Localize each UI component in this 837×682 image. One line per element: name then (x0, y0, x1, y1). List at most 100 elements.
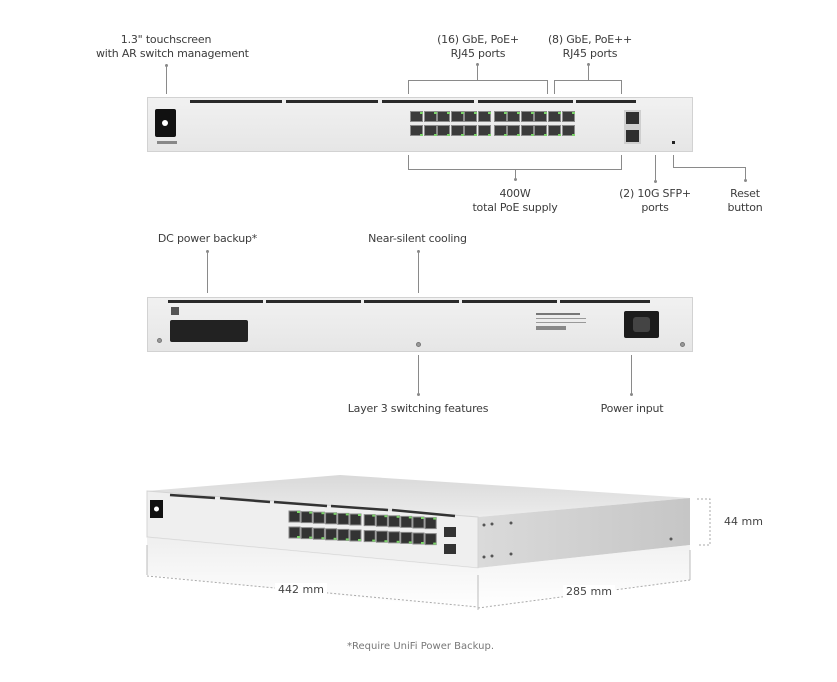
port-led (488, 134, 491, 136)
footnote: *Require UniFi Power Backup. (347, 641, 495, 652)
rj45-port-15[interactable] (507, 111, 521, 122)
dimension-depth: 285 mm (563, 585, 615, 598)
port-led (474, 134, 478, 136)
dimension-width-line (146, 575, 479, 608)
touchscreen-display[interactable] (155, 109, 176, 137)
ac-power-input[interactable] (624, 311, 659, 338)
rj45-port-21[interactable] (548, 111, 561, 122)
leader-sfp (655, 155, 656, 181)
rj45-port-16[interactable] (507, 125, 521, 136)
iso-port-led (345, 538, 349, 541)
rj45-port-2[interactable] (410, 125, 423, 136)
dimension-width: 442 mm (275, 583, 327, 596)
iso-port-led (321, 537, 325, 540)
iso-rj45-port (300, 527, 313, 540)
rj45-port-12[interactable] (478, 125, 491, 136)
iso-port-led (384, 515, 388, 518)
switch-front-panel (147, 97, 693, 152)
port-led (558, 134, 561, 136)
port-led (447, 134, 451, 136)
rj45-port-14[interactable] (493, 125, 507, 136)
iso-port-led (321, 512, 325, 515)
iso-rj45-port (288, 526, 301, 539)
port-led (420, 112, 423, 114)
rj45-port-22[interactable] (548, 125, 561, 136)
callout-dc-backup: DC power backup* (157, 232, 258, 245)
leader-reset (673, 167, 745, 168)
port-led (558, 112, 561, 114)
callout-poe-supply: 400W total PoE supply (460, 187, 570, 215)
iso-rj45-port (337, 528, 350, 541)
iso-port-led (297, 511, 300, 513)
port-led (433, 134, 437, 136)
iso-rj45-port (363, 514, 376, 527)
rj45-port-8[interactable] (450, 125, 464, 136)
callout-sfp-ports: (2) 10G SFP+ ports (612, 187, 698, 215)
iso-port-led (408, 541, 412, 544)
iso-port-led (309, 536, 313, 539)
callout-reset-line2: button (727, 201, 763, 214)
port-led (530, 112, 534, 114)
iso-port-led (421, 517, 424, 519)
leader-layer3 (418, 355, 419, 394)
iso-port-led (372, 514, 376, 517)
rj45-port-20[interactable] (534, 125, 548, 136)
sfp-port-2[interactable] (626, 130, 639, 142)
reset-button[interactable] (672, 141, 675, 144)
callout-poe-supply-line2: total PoE supply (472, 201, 558, 214)
rj45-port-19[interactable] (534, 111, 548, 122)
iso-rj45-port (337, 512, 350, 525)
port-led (460, 134, 464, 136)
port-led (488, 112, 491, 114)
iso-rj45-port (300, 511, 313, 524)
leader-power-input (631, 355, 632, 394)
callout-poe-plus-line2: RJ45 ports (450, 47, 506, 60)
rj45-port-6[interactable] (437, 125, 451, 136)
dc-power-port[interactable] (170, 320, 248, 342)
rj45-port-7[interactable] (450, 111, 464, 122)
rj45-port-17[interactable] (520, 111, 534, 122)
iso-port-led (408, 516, 412, 519)
rj45-port-5[interactable] (437, 111, 451, 122)
rj45-port-10[interactable] (464, 125, 478, 136)
rj45-port-4[interactable] (423, 125, 437, 136)
rj45-port-9[interactable] (464, 111, 478, 122)
chassis-top (147, 475, 690, 517)
iso-port-led (421, 542, 424, 544)
callout-touchscreen-line2: with AR switch management (96, 47, 249, 60)
iso-port-led (309, 511, 313, 514)
callout-poe-plus-line1: (16) GbE, PoE+ (437, 33, 519, 46)
bracket-poe-plus (408, 80, 548, 81)
port-led (433, 112, 437, 114)
callout-reset-button: Reset button (715, 187, 775, 215)
iso-port-led (297, 536, 300, 538)
iso-port-led (384, 540, 388, 543)
rj45-port-1[interactable] (410, 111, 423, 122)
iso-port-led (396, 515, 400, 518)
iso-rj45-port (424, 517, 437, 530)
callout-poe-plusplus-line2: RJ45 ports (562, 47, 618, 60)
rj45-port-3[interactable] (423, 111, 437, 122)
rj45-port-23[interactable] (561, 111, 575, 122)
callout-cooling: Near-silent cooling (368, 232, 467, 245)
iso-port-led (433, 542, 437, 545)
iso-rj45-port (388, 531, 401, 544)
leader-touchscreen (166, 64, 167, 94)
iso-port-led (333, 512, 337, 515)
sfp-port-1[interactable] (626, 112, 639, 124)
dimension-height-line (697, 498, 711, 546)
iso-rj45-port (424, 533, 437, 546)
port-led (530, 134, 534, 136)
rj45-port-18[interactable] (520, 125, 534, 136)
rj45-port-24[interactable] (561, 125, 575, 136)
iso-port-led (358, 539, 361, 541)
port-led (503, 112, 507, 114)
iso-rj45-port (325, 528, 338, 541)
port-led (447, 112, 451, 114)
rj45-port-11[interactable] (478, 111, 491, 122)
rj45-port-13[interactable] (493, 111, 507, 122)
iso-port-led (372, 539, 376, 542)
callout-touchscreen: 1.3" touchscreen with AR switch manageme… (96, 33, 249, 61)
qr-code-icon (171, 307, 179, 315)
